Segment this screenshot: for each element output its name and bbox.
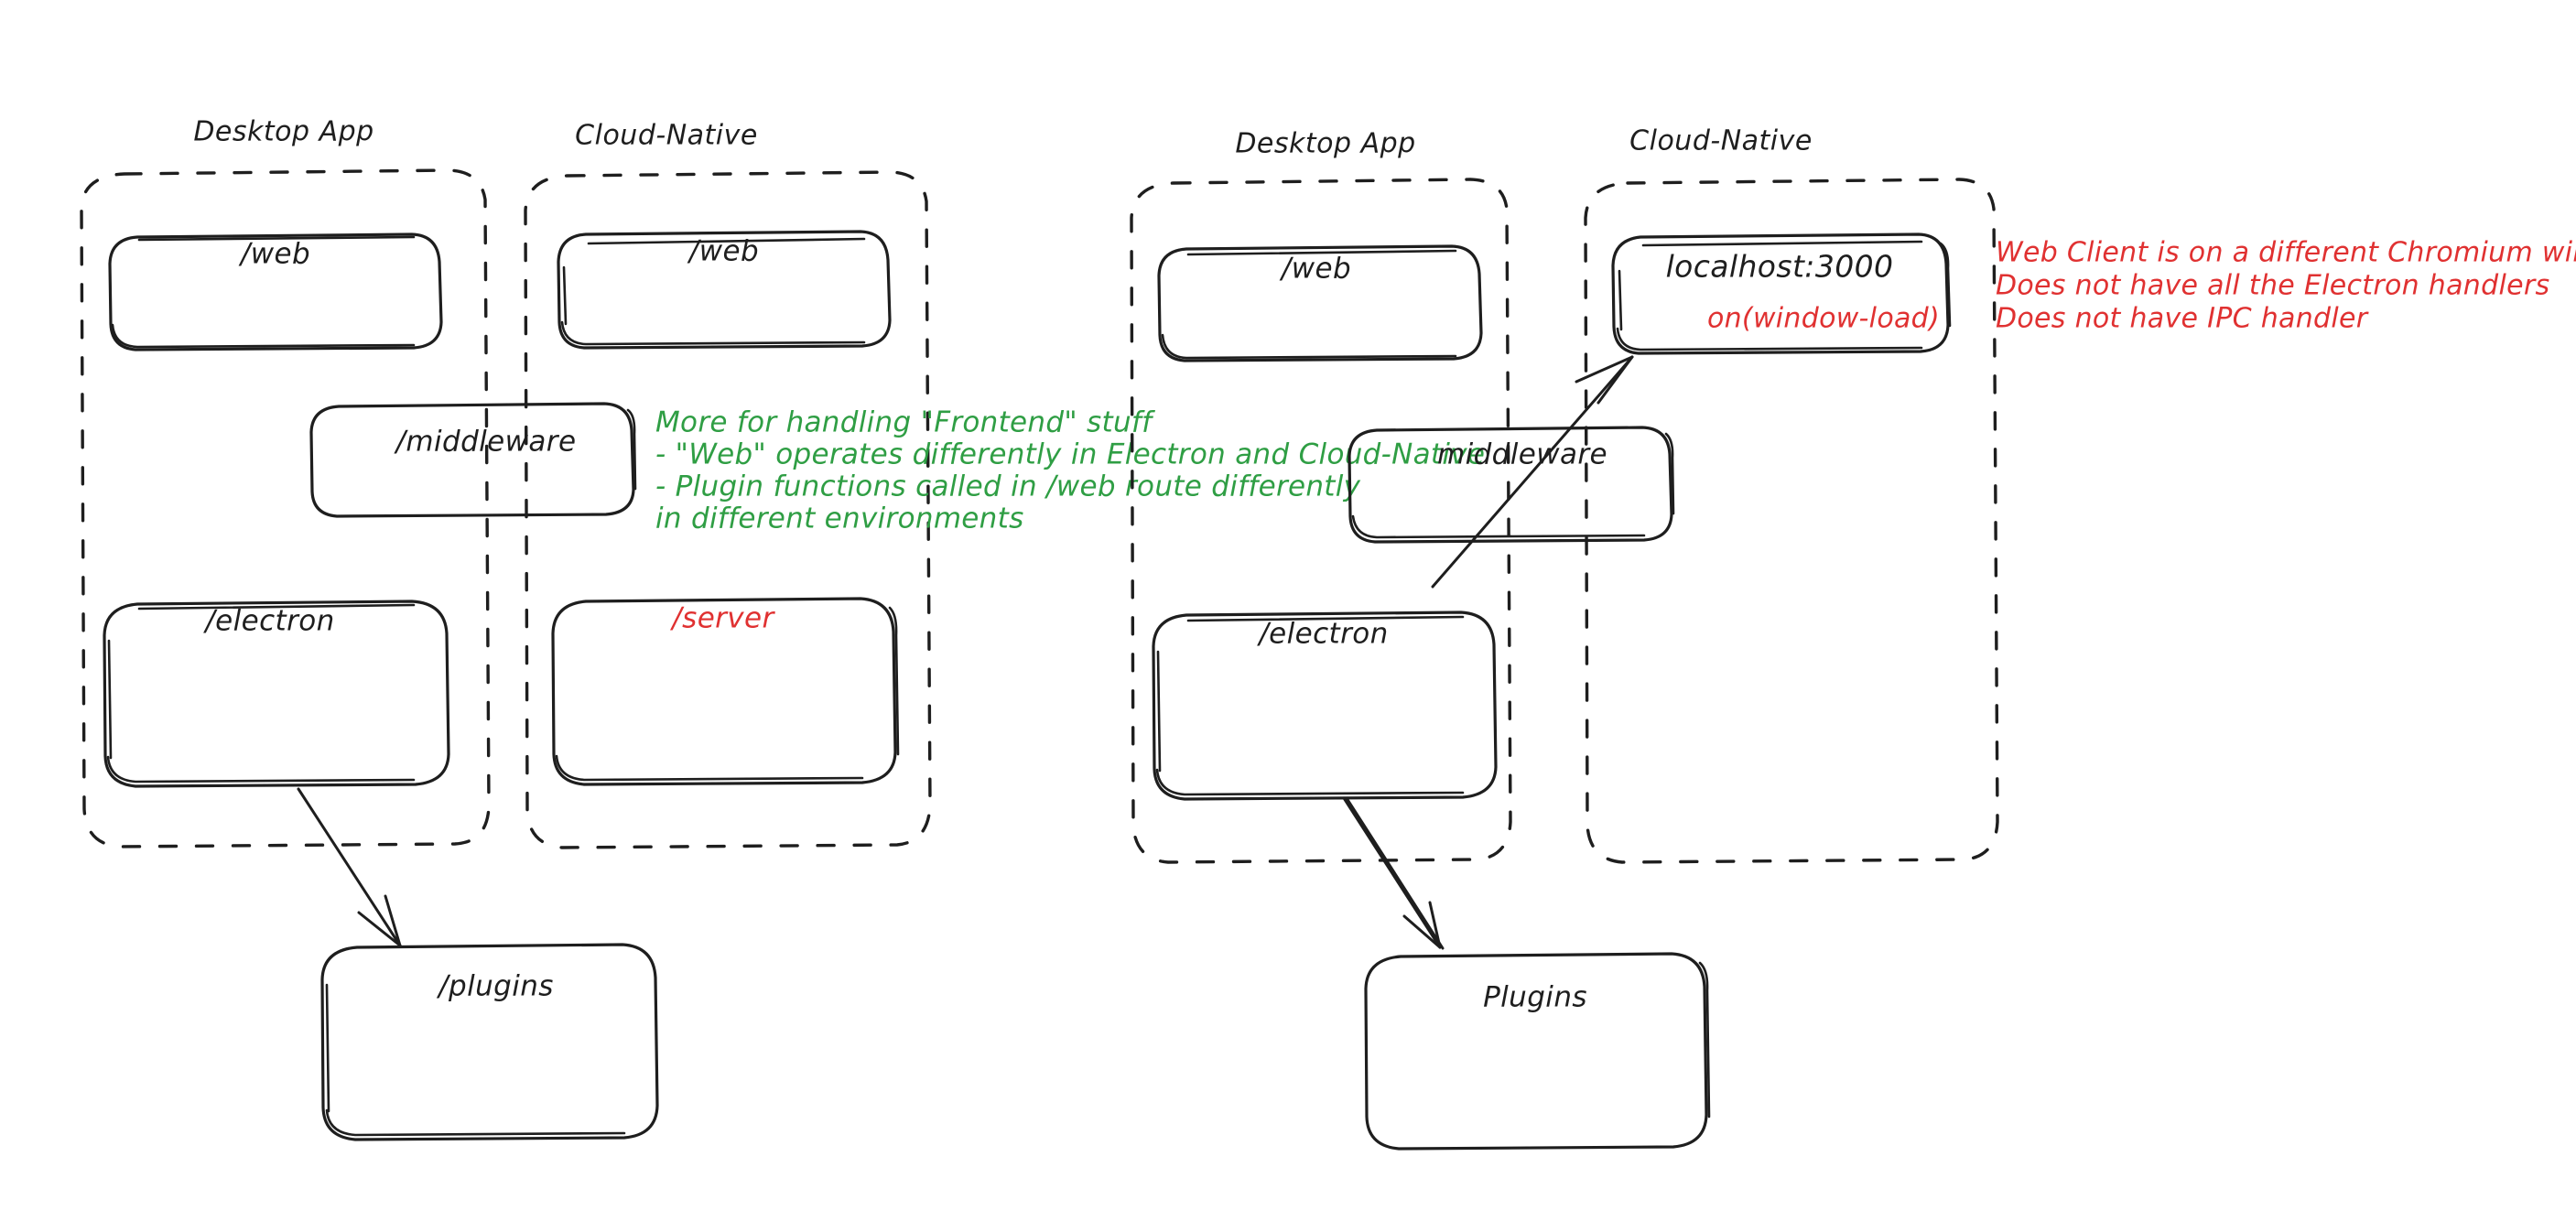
right-cloud-native-label: Cloud-Native (1629, 125, 1813, 157)
right-desktop-web-box[interactable] (1157, 244, 1483, 362)
right-localhost-label: localhost:3000 (1666, 249, 1894, 285)
left-desktop-app-label: Desktop App (193, 116, 373, 148)
left-desktop-web-box[interactable] (108, 232, 443, 351)
left-cloud-web-label: /web (687, 235, 759, 268)
right-plugins-label: Plugins (1483, 981, 1587, 1014)
right-electron-to-localhost-arrow (1431, 355, 1634, 589)
left-cloud-web-box[interactable] (557, 230, 892, 350)
right-desktop-app-group (1130, 178, 1512, 864)
left-server-label: /server (669, 602, 775, 635)
right-middleware-box[interactable] (1348, 426, 1675, 544)
left-server-box[interactable] (551, 597, 900, 786)
right-electron-to-plugins-arrow (1342, 796, 1445, 950)
left-plugins-label: /plugins (436, 970, 554, 1003)
left-desktop-web-label: /web (238, 238, 310, 271)
left-electron-label: /electron (202, 605, 334, 638)
green-note-line-2: - "Web" operates differently in Electron… (655, 438, 1485, 471)
left-middleware-box[interactable] (309, 402, 637, 518)
left-electron-to-plugins-arrow (297, 787, 402, 947)
green-note-line-3: - Plugin functions called in /web route … (655, 470, 1361, 503)
right-desktop-web-label: /web (1279, 253, 1351, 286)
right-middleware-label: middleware (1437, 438, 1607, 471)
right-electron-label: /electron (1256, 618, 1388, 651)
right-plugins-box[interactable] (1364, 952, 1711, 1151)
right-localhost-box[interactable] (1611, 232, 1952, 355)
left-cloud-native-label: Cloud-Native (575, 120, 758, 152)
left-desktop-app-group (80, 168, 491, 848)
red-note-line-2: Does not have all the Electron handlers (1996, 270, 2549, 302)
left-desktop-app-dashed-rect (80, 168, 491, 848)
left-electron-box[interactable] (103, 600, 450, 788)
red-note-line-1: Web Client is on a different Chromium wi… (1996, 237, 2576, 269)
right-cloud-native-dashed-rect (1584, 178, 1999, 864)
right-desktop-app-label: Desktop App (1235, 128, 1415, 160)
green-note-line-4: in different environments (655, 503, 1024, 535)
left-middleware-label: /middleware (394, 426, 577, 459)
green-annotation-note: More for handling "Frontend" stuff - "We… (655, 406, 1485, 535)
green-note-line-1: More for handling "Frontend" stuff (655, 406, 1155, 439)
right-desktop-app-dashed-rect (1130, 178, 1512, 864)
left-plugins-box[interactable] (320, 943, 659, 1141)
red-annotation-note: Web Client is on a different Chromium wi… (1996, 237, 2576, 335)
right-cloud-native-group (1584, 178, 1999, 864)
right-localhost-sublabel: on(window-load) (1707, 303, 1940, 335)
red-note-line-3: Does not have IPC handler (1996, 303, 2369, 335)
right-electron-box[interactable] (1152, 611, 1498, 801)
